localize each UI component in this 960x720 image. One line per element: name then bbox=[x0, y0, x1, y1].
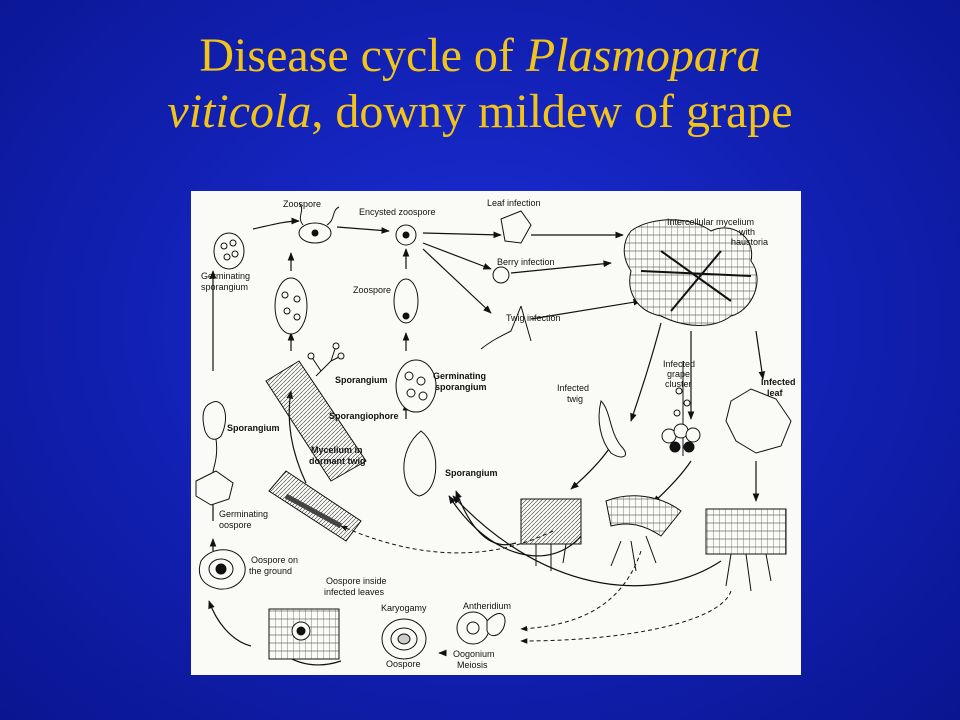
twig-sporangiophore-drawing bbox=[265, 342, 367, 482]
label-germinating-sporangium-mid-1: Germinating bbox=[433, 371, 486, 381]
title-species: viticola bbox=[167, 85, 312, 138]
dormant-twig-drawing bbox=[268, 470, 362, 542]
label-infected-twig-1: Infected bbox=[557, 383, 589, 393]
label-intercellular-mycelium-3: haustoria bbox=[731, 237, 768, 247]
twig-section-drawing bbox=[520, 498, 582, 571]
label-sporangiophore: Sporangiophore bbox=[329, 411, 399, 421]
berry-section-drawing bbox=[605, 495, 682, 572]
label-infected-leaf-2: leaf bbox=[767, 388, 784, 398]
oospore-leaf-section-drawing bbox=[268, 608, 340, 660]
berry-drawing bbox=[492, 266, 510, 284]
grape-cluster-drawing bbox=[661, 361, 701, 456]
germinating-oospore-drawing bbox=[195, 470, 234, 506]
antheridium-drawing bbox=[486, 613, 506, 637]
infected-twig-drawing bbox=[598, 400, 626, 458]
leaf-section-drawing bbox=[705, 508, 787, 592]
label-infected-cluster-1: Infected bbox=[663, 359, 695, 369]
label-sporangium-center: Sporangium bbox=[445, 468, 498, 478]
germinating-sporangium-drawing bbox=[213, 232, 245, 270]
label-zoospore-mid: Zoospore bbox=[353, 285, 391, 295]
title-text: Disease cycle of bbox=[199, 29, 526, 82]
slide-title: Disease cycle of Plasmopara viticola, do… bbox=[0, 28, 960, 140]
label-germinating-sporangium-left-2: sporangium bbox=[201, 282, 248, 292]
infected-leaf-drawing bbox=[725, 388, 792, 454]
label-infected-cluster-2: grape bbox=[667, 369, 690, 379]
disease-cycle-diagram: Zoospore Encysted zoospore Leaf infectio… bbox=[191, 191, 801, 675]
sporangium-drawing-left bbox=[274, 277, 308, 335]
label-intercellular-mycelium-2: with bbox=[738, 227, 755, 237]
label-karyogamy: Karyogamy bbox=[381, 603, 427, 613]
label-oospore-ground-2: the ground bbox=[249, 566, 292, 576]
label-infected-twig-2: twig bbox=[567, 394, 583, 404]
intercellular-mycelium-drawing bbox=[623, 219, 758, 326]
label-oogonium: Oogonium bbox=[453, 649, 495, 659]
label-germinating-oospore-1: Germinating bbox=[219, 509, 268, 519]
title-genus: Plasmopara bbox=[525, 29, 761, 82]
label-oospore-inside-2: infected leaves bbox=[324, 587, 385, 597]
label-germinating-oospore-2: oospore bbox=[219, 520, 252, 530]
zoospore-mid-drawing bbox=[393, 278, 419, 324]
label-berry-infection: Berry infection bbox=[497, 257, 555, 267]
sporangium-left-drawing bbox=[202, 401, 226, 440]
label-leaf-infection: Leaf infection bbox=[487, 198, 541, 208]
leaf-infection-drawing bbox=[500, 210, 532, 244]
label-encysted-zoospore: Encysted zoospore bbox=[359, 207, 436, 217]
label-sporangium-mid: Sporangium bbox=[335, 375, 388, 385]
label-mycelium-twig-1: Mycelium in bbox=[311, 445, 363, 455]
title-common-name: , downy mildew of grape bbox=[311, 85, 793, 138]
title-line-2: viticola, downy mildew of grape bbox=[0, 84, 960, 140]
label-zoospore-top: Zoospore bbox=[283, 199, 321, 209]
label-sporangium-left: Sporangium bbox=[227, 423, 280, 433]
label-antheridium: Antheridium bbox=[463, 601, 511, 611]
sporangium-center-drawing bbox=[403, 430, 437, 497]
label-infected-leaf-1: Infected bbox=[761, 377, 796, 387]
twig-infection-drawing bbox=[480, 305, 532, 350]
label-oospore-bottom: Oospore bbox=[386, 659, 421, 669]
label-oospore-ground-1: Oospore on bbox=[251, 555, 298, 565]
germinating-sporangium-mid-drawing bbox=[395, 359, 437, 413]
dashed-arrows bbox=[340, 525, 732, 644]
label-germinating-sporangium-left-1: Germinating bbox=[201, 271, 250, 281]
label-oospore-inside-1: Oospore inside bbox=[326, 576, 387, 586]
illustrations bbox=[195, 202, 792, 660]
title-line-1: Disease cycle of Plasmopara bbox=[0, 28, 960, 84]
label-infected-cluster-3: cluster bbox=[665, 379, 692, 389]
label-intercellular-mycelium-1: Intercellular mycelium bbox=[667, 217, 754, 227]
label-twig-infection: Twig infection bbox=[506, 313, 561, 323]
label-meiosis: Meiosis bbox=[457, 660, 488, 670]
label-germinating-sporangium-mid-2: sporangium bbox=[435, 382, 487, 392]
diagram-canvas: Zoospore Encysted zoospore Leaf infectio… bbox=[195, 198, 796, 670]
label-mycelium-twig-2: dormant twig bbox=[309, 456, 366, 466]
